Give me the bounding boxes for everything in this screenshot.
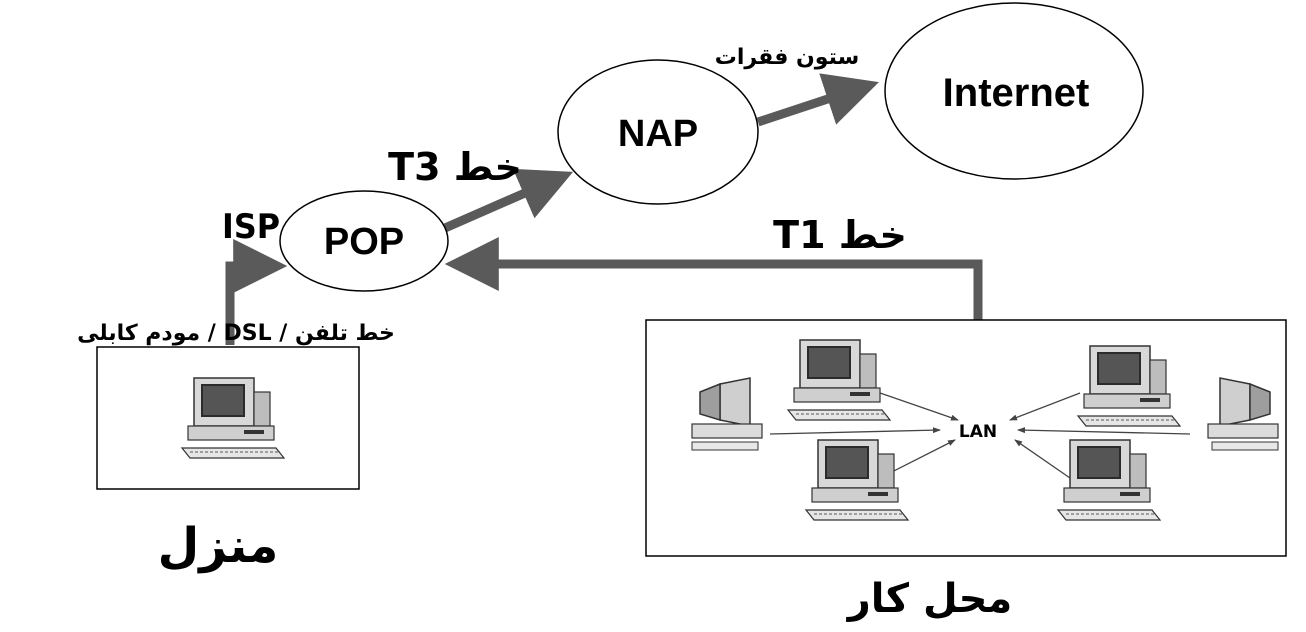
pop-label: POP [324, 221, 404, 263]
workplace-label: محل کار [846, 576, 1013, 622]
pop-node: POP [279, 190, 449, 292]
internet-node: Internet [884, 2, 1144, 180]
internet-label: Internet [943, 71, 1090, 115]
t1-line-label: خط T1 [773, 213, 907, 257]
backbone-arrow [756, 73, 879, 127]
lan-label: LAN [959, 422, 997, 442]
home-connection-label: خط تلفن / DSL / مودم کابلی [77, 321, 395, 346]
isp-label: ISP [222, 207, 280, 247]
t3-arrow [443, 168, 574, 233]
t3-line-label: خط T3 [388, 145, 522, 189]
home-label: منزل [158, 518, 279, 574]
workplace-box: LAN [645, 319, 1287, 557]
nap-label: NAP [618, 113, 698, 155]
home-box [96, 346, 360, 490]
backbone-label: ستون فقرات [715, 45, 859, 70]
home-to-pop-arrow [225, 239, 288, 345]
nap-node: NAP [557, 59, 759, 205]
